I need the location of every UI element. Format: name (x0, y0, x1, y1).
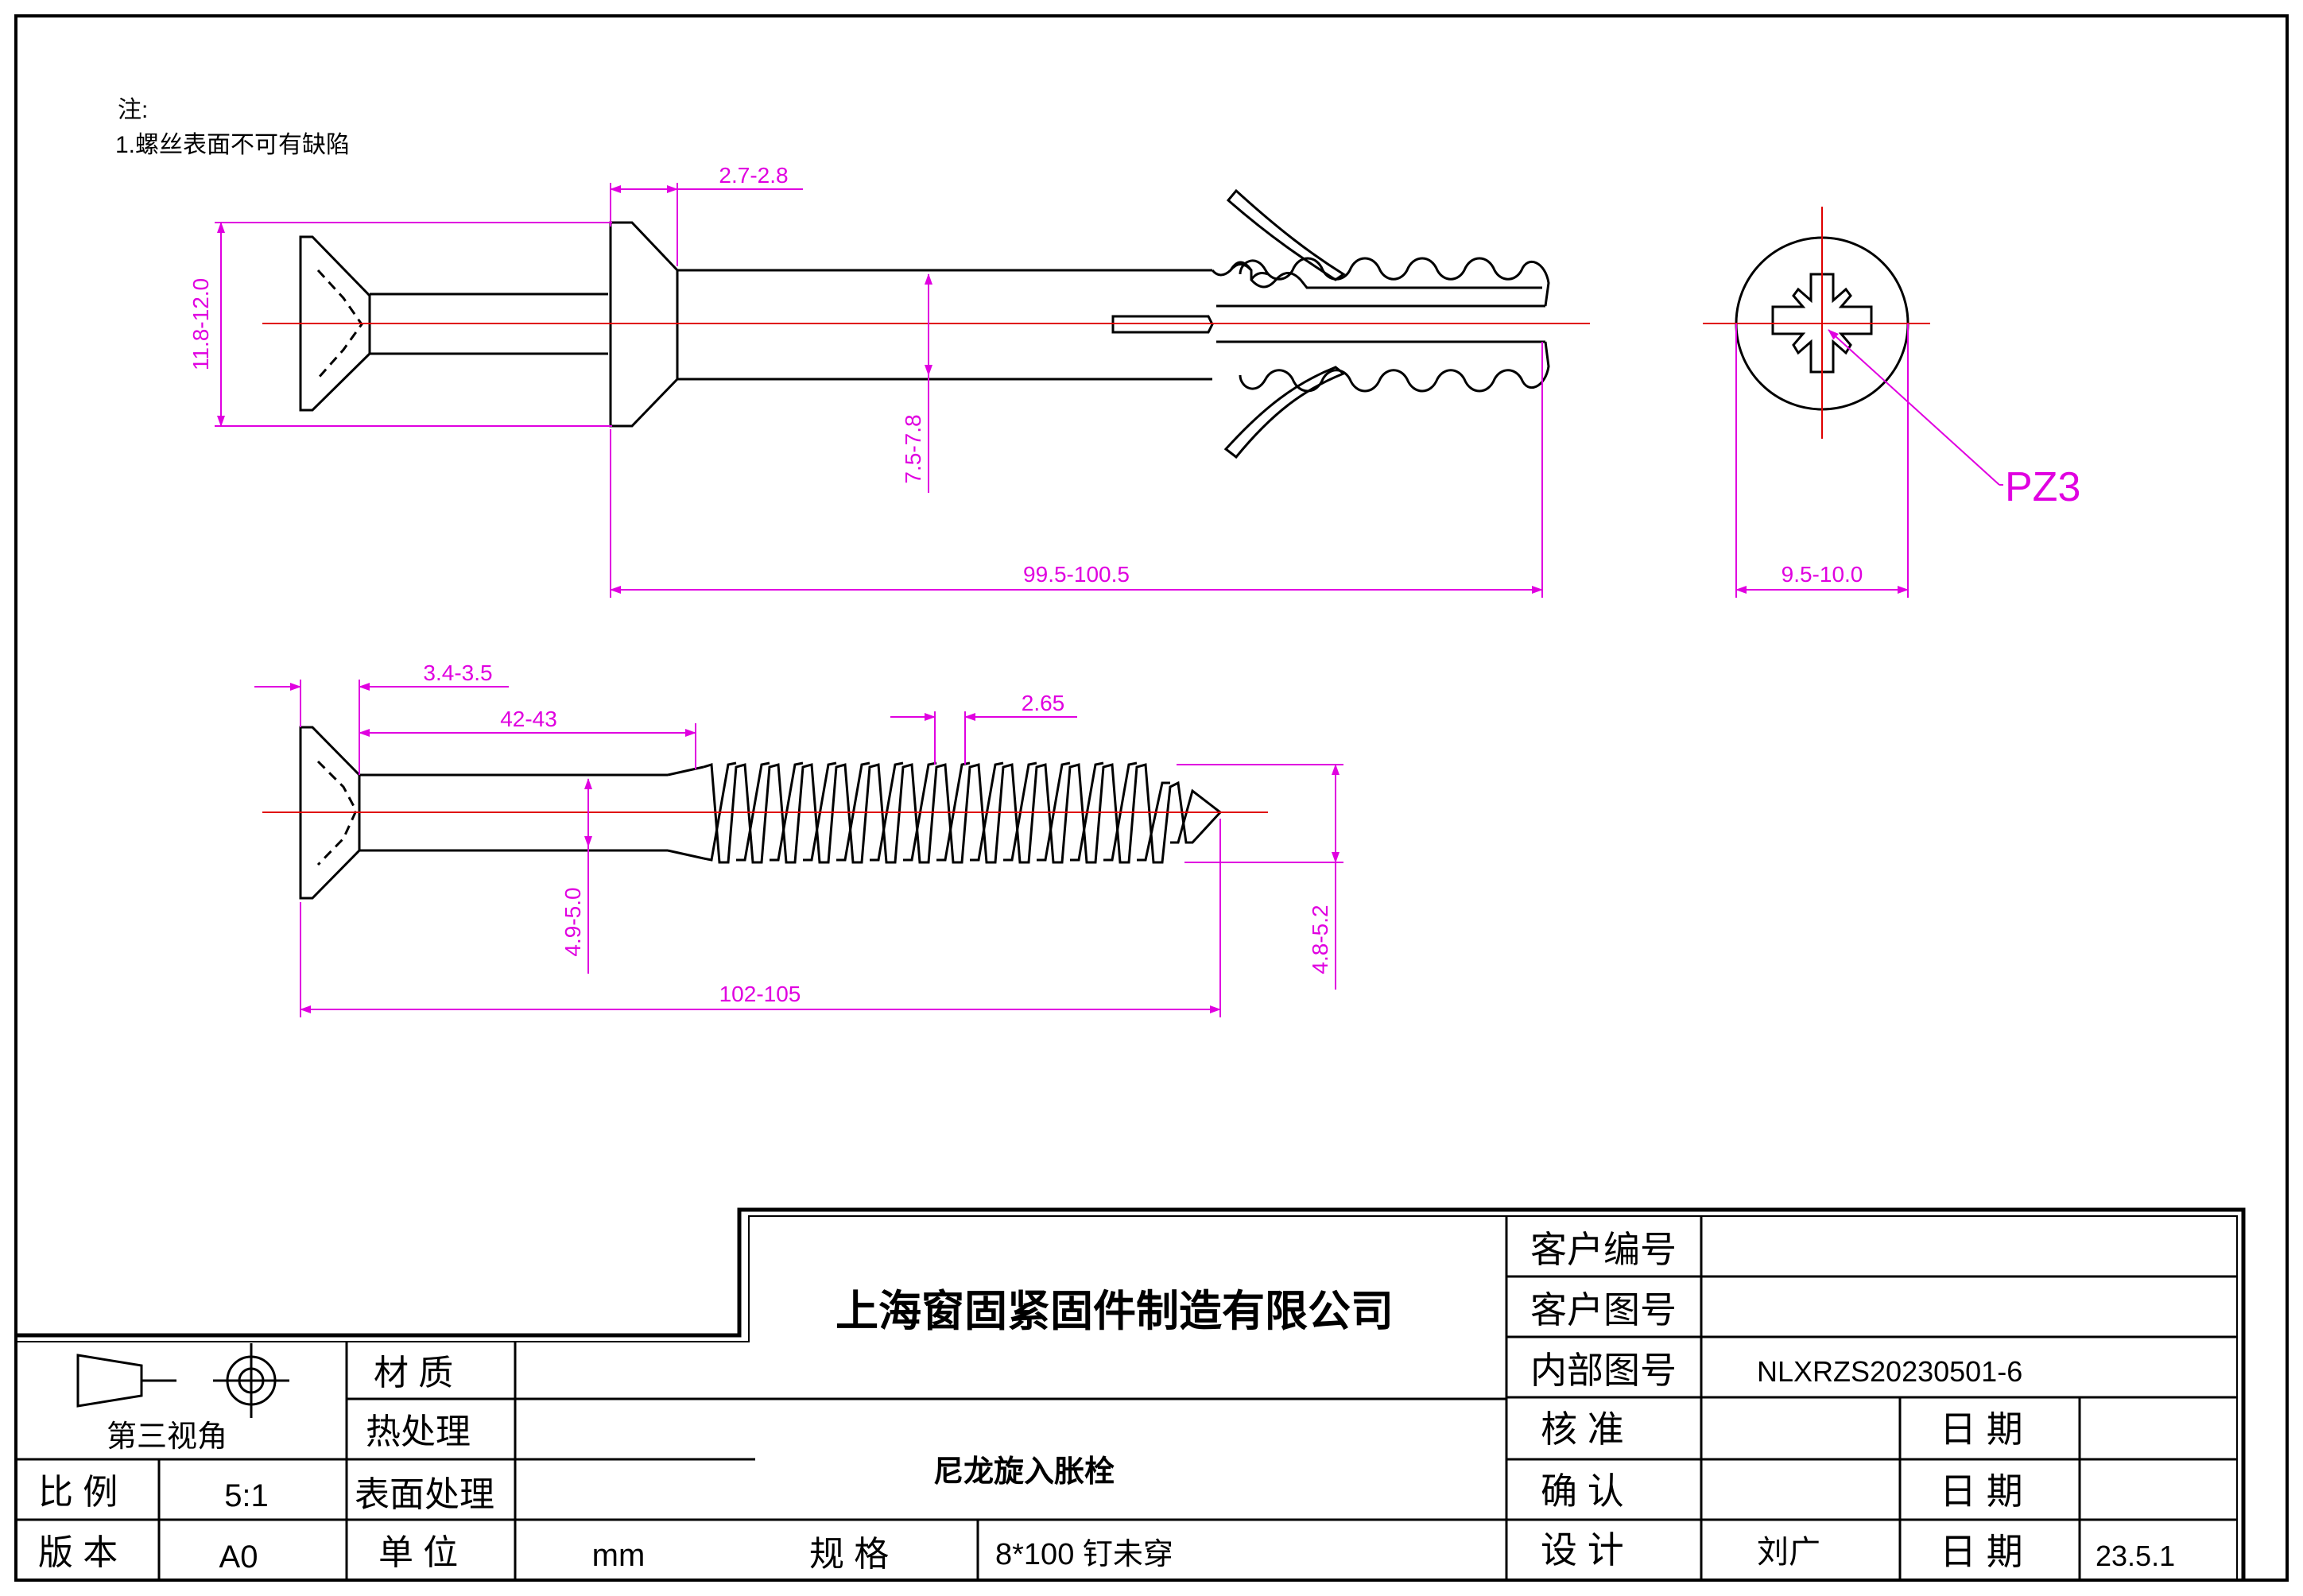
label-drive-type: PZ3 (2005, 464, 2080, 510)
dim-anchor-head-thickness: 2.7-2.8 (719, 163, 788, 188)
anchor-dimensions (215, 183, 1543, 598)
internal-drawing-label: 内部图号 (1530, 1350, 1677, 1391)
dim-anchor-outer-diameter: 9.5-10.0 (1782, 562, 1863, 587)
screw-dimensions (254, 680, 1343, 1017)
part-name: 尼龙旋入胀栓 (933, 1455, 1115, 1489)
unit-label: 单 位 (378, 1533, 458, 1572)
date-label-3: 日 期 (1940, 1531, 2023, 1572)
scale-label: 比 例 (38, 1473, 118, 1512)
spec-value: 8*100 钉未穿 (995, 1538, 1173, 1571)
projection-cone-icon (76, 1354, 143, 1408)
dim-screw-length: 102-105 (719, 982, 801, 1006)
internal-drawing-value: NLXRZS20230501-6 (1757, 1355, 2022, 1388)
dim-screw-shank-diameter: 4.9-5.0 (560, 887, 585, 956)
unit-value: mm (592, 1538, 646, 1573)
anchor-assembly (299, 188, 1550, 459)
spec-label: 规 格 (809, 1535, 889, 1574)
date-label-2: 日 期 (1940, 1470, 2023, 1512)
surface-treatment-label: 表面处理 (355, 1475, 494, 1514)
anchor-wing-bottom (1223, 366, 1346, 459)
customer-drawing-label: 客户图号 (1530, 1289, 1677, 1331)
approve-label: 核 准 (1541, 1408, 1624, 1450)
date-value-3: 23.5.1 (2096, 1540, 2175, 1572)
version-value: A0 (219, 1540, 258, 1575)
notes-item-1: 1.螺丝表面不可有缺陷 (115, 132, 350, 158)
company-name: 上海窗固紧固件制造有限公司 (836, 1288, 1394, 1335)
dim-anchor-length: 99.5-100.5 (1023, 562, 1130, 587)
dim-anchor-sleeve-diameter: 7.5-7.8 (901, 414, 925, 483)
drawing-frame (14, 14, 2289, 1582)
notes-block: 注: 1.螺丝表面不可有缺陷 (115, 97, 350, 158)
dim-anchor-head-diameter: 11.8-12.0 (188, 278, 213, 370)
projection-label: 第三视角 (107, 1420, 227, 1454)
dim-screw-shank-length: 42-43 (500, 707, 557, 731)
customer-code-label: 客户编号 (1530, 1229, 1677, 1270)
confirm-label: 确 认 (1541, 1470, 1624, 1512)
screw-recess (316, 760, 358, 866)
dim-screw-head-thickness: 3.4-3.5 (423, 660, 492, 685)
title-block (16, 1207, 2246, 1580)
anchor-wing-top (1226, 188, 1346, 281)
pozidriv-recess (1771, 273, 1873, 374)
design-value: 刘广 (1757, 1535, 1820, 1570)
date-label-1: 日 期 (1940, 1408, 2023, 1450)
scale-value: 5:1 (224, 1478, 269, 1513)
material-label: 材 质 (374, 1354, 453, 1393)
projection-symbol (76, 1343, 289, 1418)
heat-treatment-label: 热处理 (366, 1412, 471, 1451)
dim-screw-thread-diameter: 4.8-5.2 (1308, 905, 1332, 974)
version-label: 版 本 (38, 1533, 118, 1572)
design-label: 设 计 (1541, 1529, 1624, 1571)
notes-heading: 注: (118, 97, 148, 123)
anchor-ribs-top (1211, 261, 1542, 289)
screw-thread (703, 763, 1222, 864)
dim-screw-thread-pitch: 2.65 (1022, 691, 1065, 715)
